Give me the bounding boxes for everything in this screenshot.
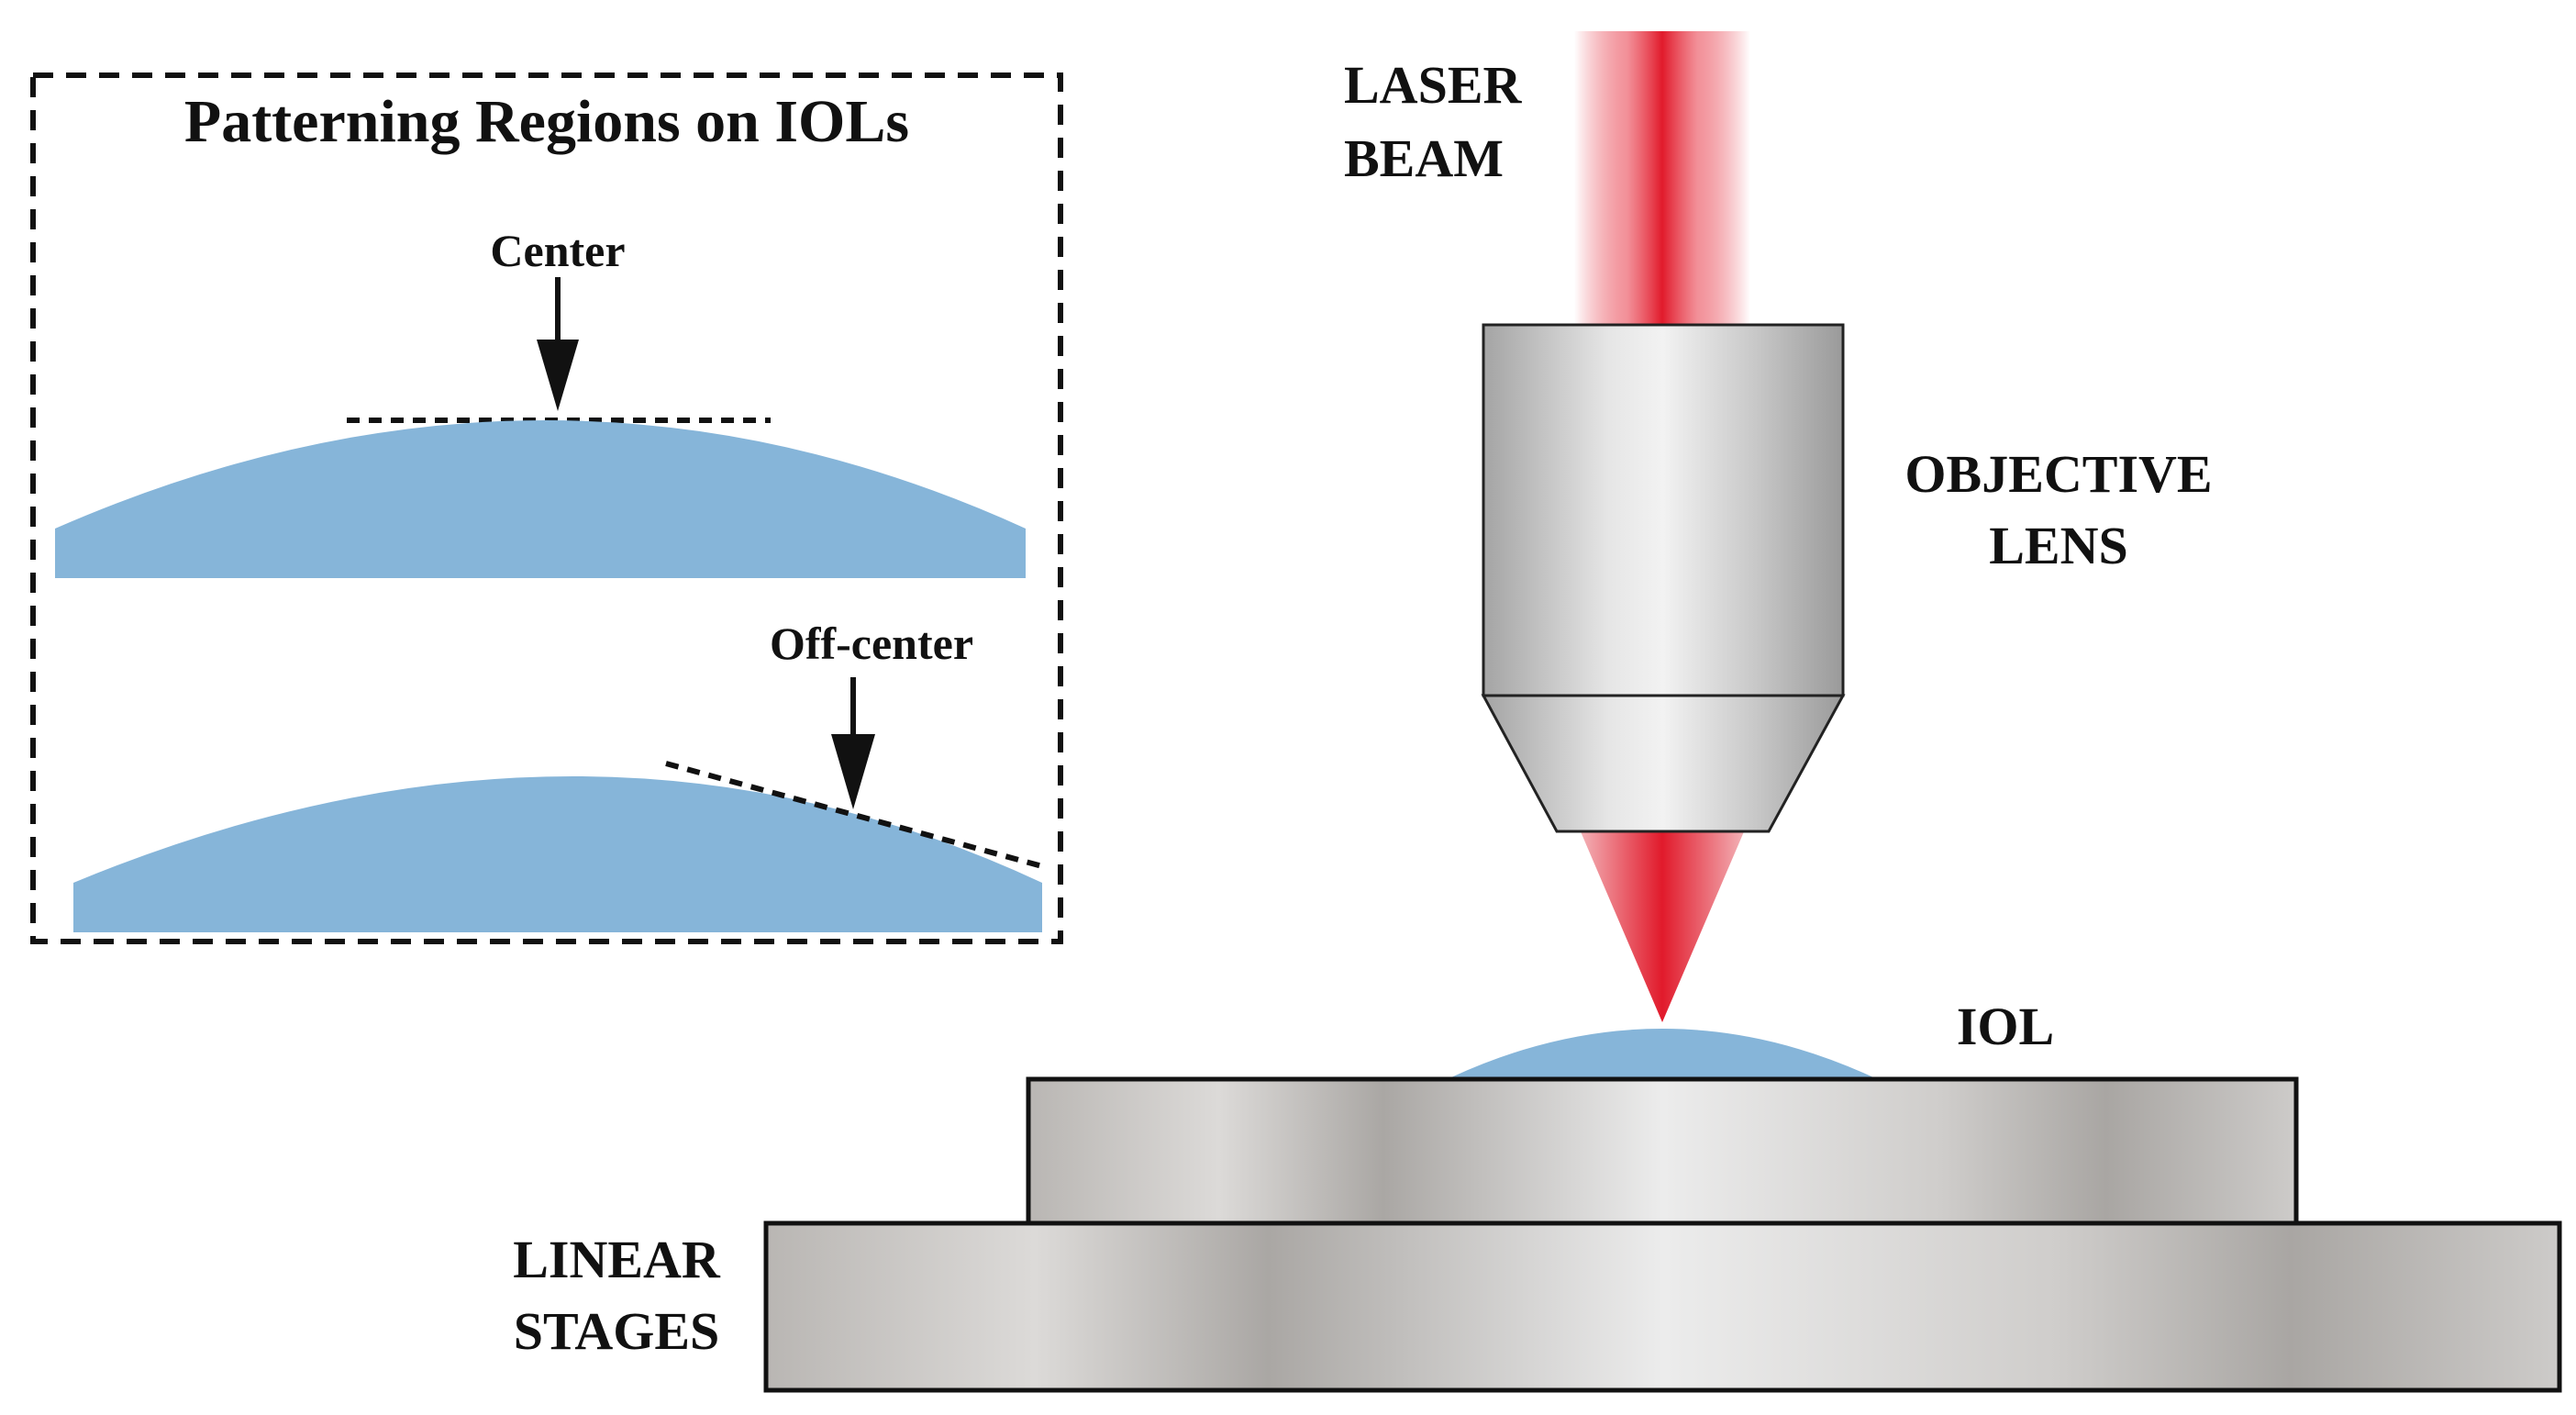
linear-stages	[763, 1076, 2562, 1393]
objective-lens	[1481, 323, 1846, 833]
objective-lens-nose	[1481, 694, 1846, 833]
center-lens-group: Center	[55, 225, 1026, 578]
objective-lens-label-line1: OBJECTIVE	[1904, 444, 2212, 504]
offcenter-arrow-head	[831, 734, 875, 809]
objective-lens-body	[1482, 323, 1845, 697]
stage-upper	[1026, 1076, 2299, 1226]
offcenter-lens-group: Off-center	[73, 618, 1043, 932]
linear-stages-label-line2: STAGES	[514, 1301, 720, 1361]
offcenter-lens-shape	[73, 776, 1042, 932]
linear-stages-label-line1: LINEAR	[513, 1230, 721, 1289]
laser-beam	[1574, 31, 1750, 1022]
center-label: Center	[490, 225, 625, 276]
objective-lens-label-line2: LENS	[1989, 516, 2128, 575]
laser-beam-label-line1: LASER	[1344, 55, 1523, 115]
iol-label: IOL	[1957, 997, 2054, 1056]
offcenter-label: Off-center	[770, 618, 973, 669]
inset-title: Patterning Regions on IOLs	[184, 88, 909, 155]
laser-beam-upper	[1574, 31, 1750, 330]
iol-sample	[1451, 1029, 1873, 1077]
center-lens-shape	[55, 420, 1026, 578]
inset-panel: Patterning Regions on IOLs Center Off-ce…	[30, 72, 1063, 944]
laser-beam-label-line2: BEAM	[1344, 128, 1504, 188]
stage-lower	[763, 1220, 2562, 1393]
inset-dashed-border	[30, 72, 1063, 944]
laser-focus-cone	[1580, 830, 1745, 1022]
center-arrow-head	[537, 340, 579, 411]
